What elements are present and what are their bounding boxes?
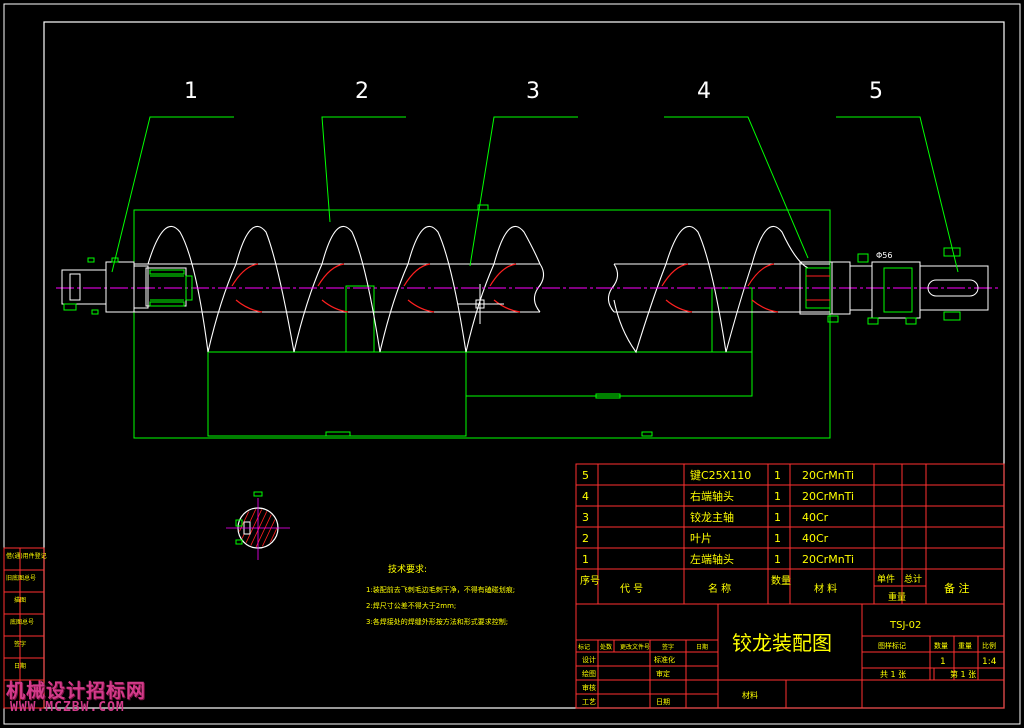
sidebar-label: 底图总号 bbox=[10, 618, 34, 626]
assembly-envelope bbox=[133, 204, 831, 439]
bom-cell-no: 3 bbox=[582, 511, 589, 524]
tb-sheet-no: 第 1 张 bbox=[950, 669, 976, 679]
tb-material: 材料 bbox=[742, 690, 758, 700]
helix-flights bbox=[147, 226, 809, 354]
bom-header-material: 材 料 bbox=[814, 582, 837, 595]
tech-title: 技术要求: bbox=[388, 563, 427, 575]
shaft-dia-dimension: Φ56 bbox=[876, 251, 892, 260]
bom-cell-material: 20CrMnTi bbox=[802, 490, 854, 503]
bom-cell-qty: 1 bbox=[774, 490, 781, 503]
sidebar-label: 描图 bbox=[14, 596, 26, 604]
bom-cell-name: 叶片 bbox=[690, 532, 712, 545]
bom-cell-qty: 1 bbox=[774, 553, 781, 566]
tb-count: 处数 bbox=[600, 643, 612, 651]
tb-sheets-total: 共 1 张 bbox=[880, 670, 906, 679]
tech-item: 1:装配前去飞刺毛边毛刺干净，不得有磕碰划痕; bbox=[366, 585, 515, 594]
tb-scale-value: 1:4 bbox=[982, 657, 997, 667]
bom-header-weight: 重量 bbox=[888, 591, 906, 603]
callout-number: 3 bbox=[526, 79, 540, 104]
bom-cell-qty: 1 bbox=[774, 469, 781, 482]
bom-table bbox=[575, 463, 1005, 605]
drawing-number: TSJ-02 bbox=[889, 620, 921, 631]
sidebar-label: 借(通)用件登记 bbox=[6, 552, 47, 560]
left-shaft-end bbox=[61, 257, 193, 315]
callout-number: 1 bbox=[184, 79, 198, 104]
tb-design: 设计 bbox=[582, 655, 596, 664]
bom-header-total: 总计 bbox=[904, 573, 922, 585]
title-block bbox=[575, 603, 1005, 709]
inner-frame bbox=[43, 21, 1005, 709]
bom-cell-name: 铰龙主轴 bbox=[690, 510, 734, 524]
tb-quantity: 数量 bbox=[934, 641, 948, 650]
tb-stage: 图样标记 bbox=[878, 641, 906, 650]
section-view bbox=[226, 491, 290, 560]
tb-process: 工艺 bbox=[582, 698, 596, 706]
callout-number: 2 bbox=[355, 79, 369, 104]
tb-date: 日期 bbox=[696, 643, 708, 651]
sidebar-label: 日期 bbox=[14, 662, 26, 670]
title-block-text: 铰龙装配图 TSJ-02 标记 处数 更改文件号 签字 日期 设计 标准化 绘图… bbox=[578, 620, 997, 706]
crosshair bbox=[458, 284, 504, 324]
tb-mark: 标记 bbox=[578, 643, 590, 651]
drawing-title: 铰龙装配图 bbox=[732, 631, 832, 655]
callouts: 1 2 3 4 5 bbox=[184, 79, 883, 104]
bom-cell-qty: 1 bbox=[774, 532, 781, 545]
watermark-url: WWW.MCZBW.COM bbox=[10, 700, 125, 715]
tb-review: 审定 bbox=[656, 669, 670, 678]
sidebar-label: 旧底图总号 bbox=[6, 574, 36, 582]
tb-std: 标准化 bbox=[654, 655, 675, 664]
tb-check: 审核 bbox=[582, 683, 596, 692]
sidebar-labels: 借(通)用件登记 旧底图总号 描图 底图总号 签字 日期 bbox=[6, 552, 47, 670]
bom-cell-material: 40Cr bbox=[802, 511, 829, 524]
bom-cell-no: 2 bbox=[582, 532, 589, 545]
tech-item: 2:焊尺寸公差不得大于2mm; bbox=[366, 601, 456, 610]
bom-header: 序号 代 号 名 称 数量 材 料 单件 总计 重量 备 注 bbox=[580, 573, 970, 603]
bom-cell-material: 20CrMnTi bbox=[802, 553, 854, 566]
right-shaft-end bbox=[799, 247, 989, 325]
watermark-title: 机械设计招标网 bbox=[6, 680, 147, 702]
bom-cell-qty: 1 bbox=[774, 511, 781, 524]
bom-cell-no: 4 bbox=[582, 490, 589, 503]
tb-quantity-value: 1 bbox=[940, 657, 946, 667]
sidebar-table bbox=[3, 547, 45, 709]
tb-doc: 更改文件号 bbox=[620, 643, 650, 651]
tb-date2: 日期 bbox=[656, 698, 670, 706]
bom-cell-material: 40Cr bbox=[802, 532, 829, 545]
bom-cell-name: 键C25X110 bbox=[690, 468, 751, 482]
callout-number: 5 bbox=[869, 79, 883, 104]
bom-rows: 5 键C25X110 1 20CrMnTi 4 右端轴头 1 20CrMnTi 3 铰龙主轴 1 40… bbox=[582, 468, 854, 566]
leader-lines bbox=[111, 116, 959, 273]
bom-header-name: 名 称 bbox=[708, 582, 731, 595]
tech-requirements: 技术要求: 1:装配前去飞刺毛边毛刺干净，不得有磕碰划痕; 2:焊尺寸公差不得大… bbox=[366, 563, 515, 626]
bom-header-code: 代 号 bbox=[620, 583, 643, 595]
tb-weight: 重量 bbox=[958, 642, 972, 650]
callout-number: 4 bbox=[697, 79, 711, 104]
bom-header-unit: 单件 bbox=[877, 573, 895, 585]
sidebar-label: 签字 bbox=[14, 640, 26, 648]
bom-cell-material: 20CrMnTi bbox=[802, 469, 854, 482]
outer-frame bbox=[3, 3, 1021, 725]
bom-header-remark: 备 注 bbox=[944, 581, 970, 595]
bom-header-no: 序号 bbox=[580, 574, 600, 587]
tb-sign: 签字 bbox=[662, 643, 674, 651]
bom-header-qty: 数量 bbox=[771, 574, 791, 587]
tb-draw: 绘图 bbox=[582, 669, 596, 678]
bom-cell-no: 1 bbox=[582, 553, 589, 566]
tb-scale: 比例 bbox=[982, 641, 996, 650]
bom-cell-name: 右端轴头 bbox=[690, 489, 734, 503]
bom-cell-name: 左端轴头 bbox=[690, 552, 734, 566]
helix-sections bbox=[231, 263, 779, 313]
bom-cell-no: 5 bbox=[582, 469, 589, 482]
tech-item: 3:各焊接处的焊缝外形按方法和形式要求控制; bbox=[366, 617, 508, 626]
